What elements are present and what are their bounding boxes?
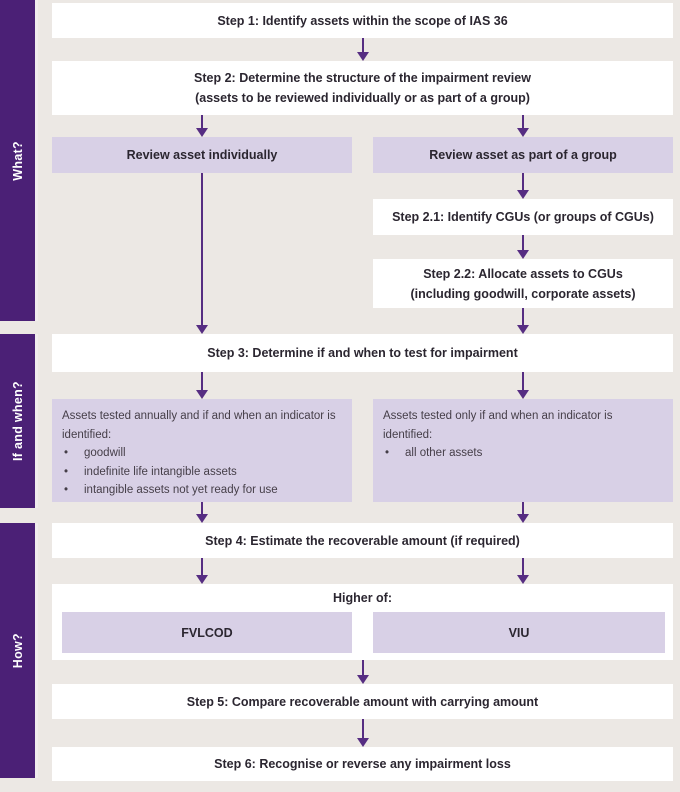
arrow-step4-to-viu-icon xyxy=(517,558,529,584)
arrow-higher-of-to-step5-icon xyxy=(357,660,369,684)
step5-box: Step 5: Compare recoverable amount with … xyxy=(52,684,673,719)
branch-individual-box: Review asset individually xyxy=(52,137,352,173)
arrow-step2-1-to-step2-2-icon xyxy=(517,235,529,259)
sidebar-label-if-and-when: If and when? xyxy=(10,381,25,461)
arrow-branch-right-to-step2-1-icon xyxy=(517,173,529,199)
step5-label: Step 5: Compare recoverable amount with … xyxy=(186,694,539,709)
viu-box: VIU xyxy=(373,612,665,653)
sidebar-label-what: What? xyxy=(10,140,25,181)
panel-annual-testing-intro: Assets tested annually and if and when a… xyxy=(62,410,336,441)
list-item: indefinite life intangible assets xyxy=(62,463,340,482)
sidebar-label-how: How? xyxy=(10,632,25,669)
panel-indicator-testing-list: all other assets xyxy=(383,444,661,463)
fvlcod-label: FVLCOD xyxy=(181,625,233,640)
arrow-panel-left-to-step4-icon xyxy=(196,502,208,523)
branch-group-label: Review asset as part of a group xyxy=(429,148,617,162)
step6-label: Step 6: Recognise or reverse any impairm… xyxy=(214,757,511,771)
branch-group-box: Review asset as part of a group xyxy=(373,137,673,173)
step2-2-box: Step 2.2: Allocate assets to CGUs (inclu… xyxy=(373,259,673,308)
arrow-step3-to-panel-right-icon xyxy=(517,372,529,399)
branch-individual-label: Review asset individually xyxy=(126,148,278,162)
arrow-step2-to-branch-left-icon xyxy=(196,115,208,137)
arrow-step3-to-panel-left-icon xyxy=(196,372,208,399)
higher-of-label: Higher of: xyxy=(332,591,393,605)
step3-label: Step 3: Determine if and when to test fo… xyxy=(207,346,518,360)
step2-2-label-line1: Step 2.2: Allocate assets to CGUs xyxy=(423,266,623,281)
step1-label: Step 1: Identify assets within the scope… xyxy=(217,13,508,28)
step4-label: Step 4: Estimate the recoverable amount … xyxy=(205,533,520,548)
step2-1-label: Step 2.1: Identify CGUs (or groups of CG… xyxy=(392,210,654,224)
list-item: intangible assets not yet ready for use xyxy=(62,481,340,500)
sidebar-section-if-and-when: If and when? xyxy=(0,334,38,508)
step2-2-label-line2: (including goodwill, corporate assets) xyxy=(410,286,636,301)
step2-label-line2: (assets to be reviewed individually or a… xyxy=(195,91,530,105)
step1-box: Step 1: Identify assets within the scope… xyxy=(52,3,673,38)
list-item: all other assets xyxy=(383,444,661,463)
higher-of-box: Higher of: FVLCOD VIU xyxy=(52,584,673,660)
sidebar-section-how: How? xyxy=(0,523,38,778)
viu-label: VIU xyxy=(508,625,530,640)
panel-indicator-testing-intro: Assets tested only if and when an indica… xyxy=(383,410,613,441)
list-item: goodwill xyxy=(62,444,340,463)
step2-label-line1: Step 2: Determine the structure of the i… xyxy=(194,71,531,85)
arrow-step2-2-to-step3-icon xyxy=(517,308,529,334)
arrow-step2-to-branch-right-icon xyxy=(517,115,529,137)
step6-box: Step 6: Recognise or reverse any impairm… xyxy=(52,747,673,781)
panel-annual-testing-list: goodwill indefinite life intangible asse… xyxy=(62,444,340,500)
arrow-step4-to-fvlcod-icon xyxy=(196,558,208,584)
step4-box: Step 4: Estimate the recoverable amount … xyxy=(52,523,673,558)
sidebar-section-what: What? xyxy=(0,0,38,321)
arrow-step1-to-step2-icon xyxy=(357,38,369,61)
panel-annual-testing: Assets tested annually and if and when a… xyxy=(52,399,352,502)
step3-box: Step 3: Determine if and when to test fo… xyxy=(52,334,673,372)
step2-box: Step 2: Determine the structure of the i… xyxy=(52,61,673,115)
panel-indicator-testing: Assets tested only if and when an indica… xyxy=(373,399,673,502)
arrow-step5-to-step6-icon xyxy=(357,719,369,747)
fvlcod-box: FVLCOD xyxy=(62,612,352,653)
arrow-panel-right-to-step4-icon xyxy=(517,502,529,523)
arrow-branch-left-to-step3-icon xyxy=(196,173,208,334)
step2-1-box: Step 2.1: Identify CGUs (or groups of CG… xyxy=(373,199,673,235)
